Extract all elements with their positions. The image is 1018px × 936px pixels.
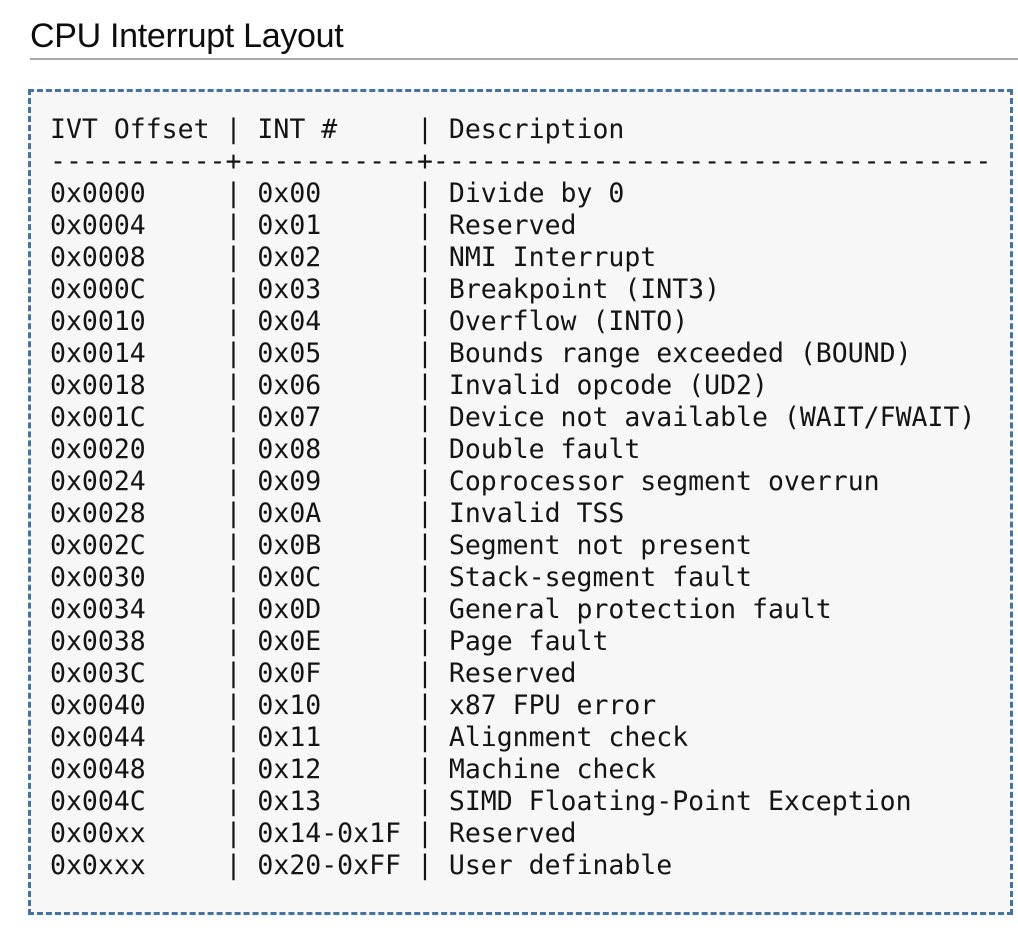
interrupt-table: IVT Offset | INT # | Description--------… — [50, 114, 1000, 882]
table-row: 0x0034 | 0x0D | General protection fault — [50, 594, 832, 625]
table-row: 0x004C | 0x13 | SIMD Floating-Point Exce… — [50, 786, 912, 817]
table-row: 0x0038 | 0x0E | Page fault — [50, 626, 609, 657]
table-row: 0x001C | 0x07 | Device not available (WA… — [50, 402, 976, 433]
table-row: 0x0004 | 0x01 | Reserved — [50, 210, 577, 241]
table-row: 0x000C | 0x03 | Breakpoint (INT3) — [50, 274, 721, 305]
table-row: 0x00xx | 0x14-0x1F | Reserved — [50, 818, 577, 849]
table-row: 0x003C | 0x0F | Reserved — [50, 658, 577, 689]
title-block: CPU Interrupt Layout — [30, 14, 1018, 60]
table-header-row: IVT Offset | INT # | Description — [50, 114, 625, 145]
table-row: 0x0024 | 0x09 | Coprocessor segment over… — [50, 466, 880, 497]
table-row: 0x0014 | 0x05 | Bounds range exceeded (B… — [50, 338, 912, 369]
table-row: 0x0xxx | 0x20-0xFF | User definable — [50, 850, 673, 881]
table-row: 0x0044 | 0x11 | Alignment check — [50, 722, 689, 753]
table-row: 0x002C | 0x0B | Segment not present — [50, 530, 752, 561]
table-row: 0x0000 | 0x00 | Divide by 0 — [50, 178, 625, 209]
table-row: 0x0030 | 0x0C | Stack-segment fault — [50, 562, 752, 593]
table-row: 0x0048 | 0x12 | Machine check — [50, 754, 657, 785]
interrupt-table-panel: IVT Offset | INT # | Description--------… — [28, 89, 1013, 915]
table-row: 0x0018 | 0x06 | Invalid opcode (UD2) — [50, 370, 768, 401]
table-row: 0x0020 | 0x08 | Double fault — [50, 434, 641, 465]
table-row: 0x0008 | 0x02 | NMI Interrupt — [50, 242, 657, 273]
table-row: 0x0028 | 0x0A | Invalid TSS — [50, 498, 625, 529]
table-row: 0x0040 | 0x10 | x87 FPU error — [50, 690, 657, 721]
page-title: CPU Interrupt Layout — [30, 17, 344, 55]
table-row: 0x0010 | 0x04 | Overflow (INTO) — [50, 306, 689, 337]
table-separator-row: -----------+-----------+----------------… — [50, 146, 992, 177]
